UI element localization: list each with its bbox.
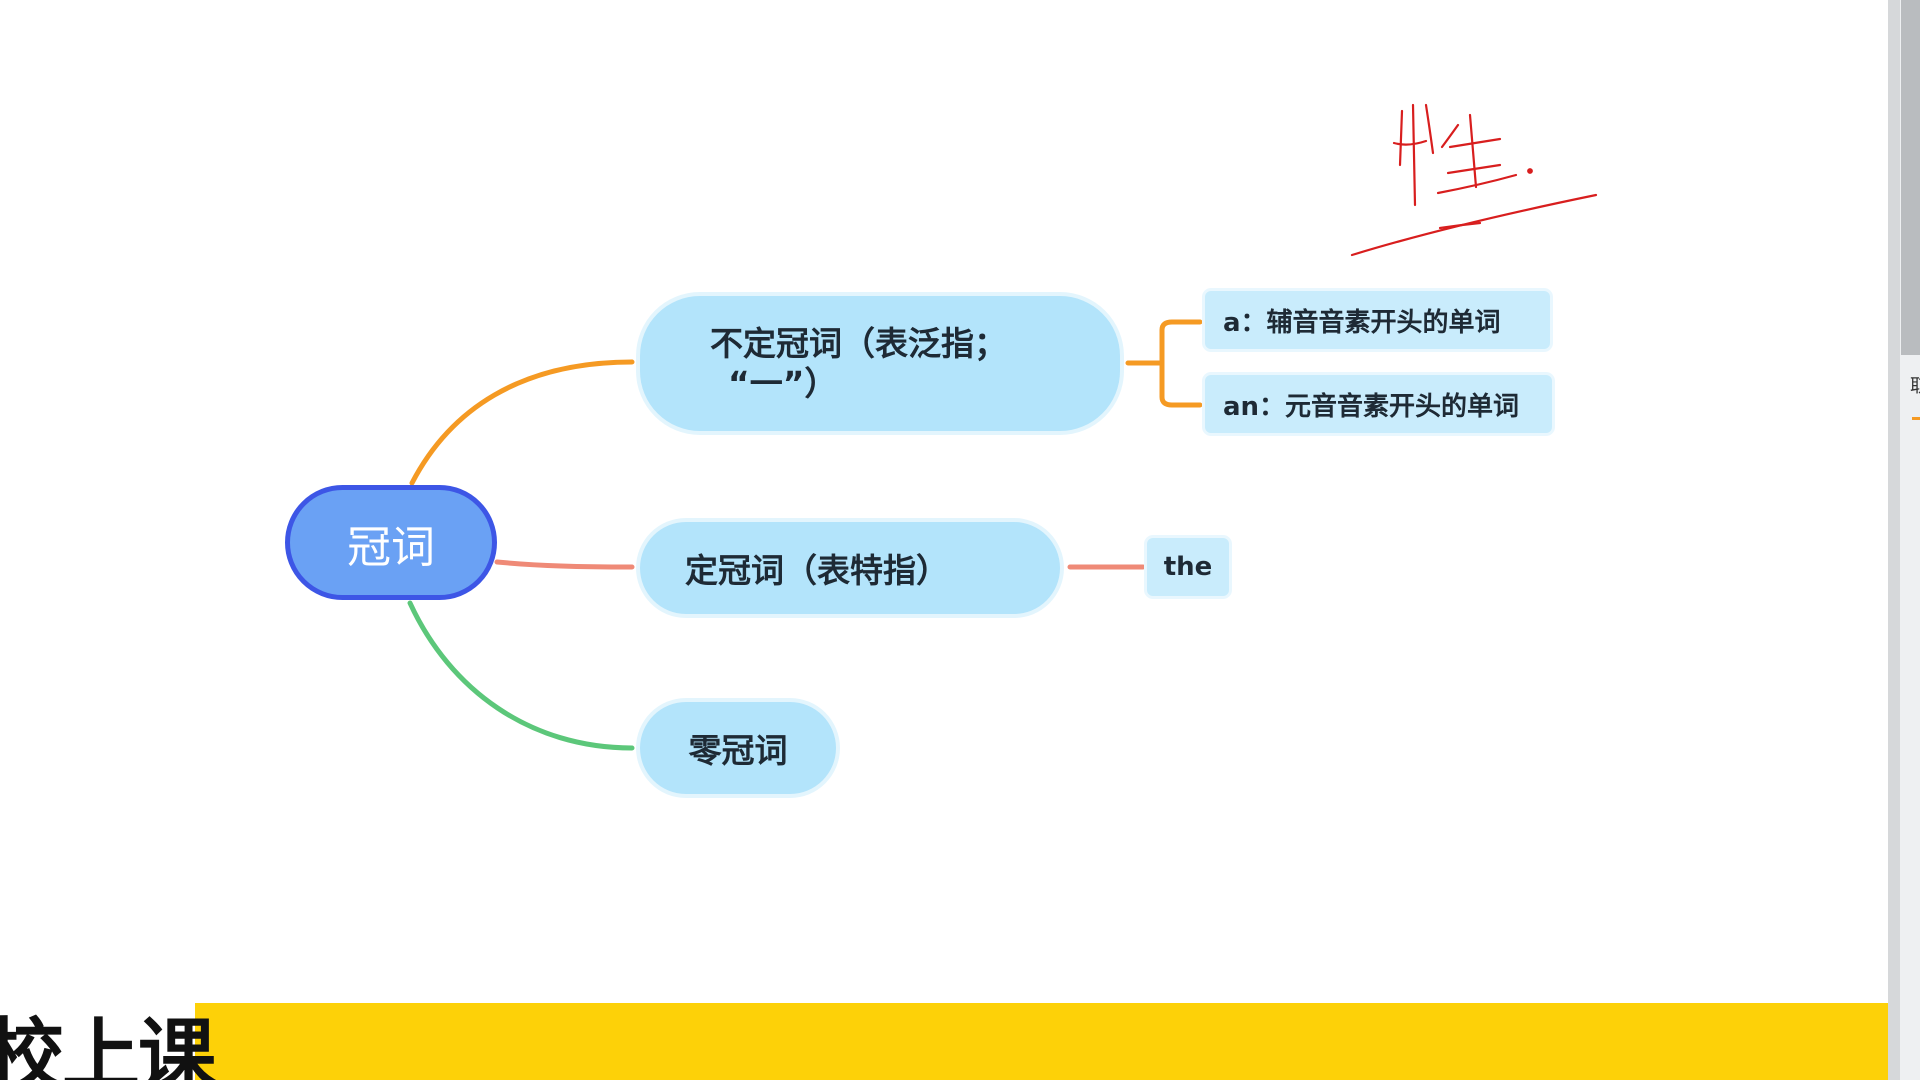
leaf-the-label: the <box>1163 552 1213 582</box>
node-indefinite-text: 不定冠词（表泛指； “一”） <box>710 324 1007 404</box>
node-definite-article: 定冠词（表特指） <box>640 522 1060 614</box>
node-indefinite-article: 不定冠词（表泛指； “一”） <box>640 296 1120 431</box>
leaf-an-label: an：元音音素开头的单词 <box>1223 391 1520 422</box>
side-thumbnail[interactable] <box>1901 0 1920 355</box>
node-indefinite-line2: “一”） <box>728 363 838 403</box>
handwritten-annotation: 性 <box>1350 103 1598 257</box>
brand-logo-text: 校上课 <box>0 1011 216 1080</box>
brand-banner <box>195 1003 1888 1080</box>
leaf-bracket-indefinite <box>1125 319 1203 408</box>
node-definite-label: 定冠词（表特指） <box>685 551 949 590</box>
side-panel-label: 取 <box>1910 376 1920 397</box>
branch-indefinite-line <box>409 359 635 486</box>
leaf-node-an: an：元音音素开头的单词 <box>1205 375 1552 433</box>
branch-zero-line <box>407 600 635 751</box>
node-zero-article: 零冠词 <box>640 702 836 794</box>
node-zero-label: 零冠词 <box>688 731 788 770</box>
branch-definite-line <box>494 559 635 570</box>
brand-banner-gap <box>152 1003 195 1080</box>
root-node-articles: 冠词 <box>285 485 497 600</box>
leaf-a-label: a：辅音音素开头的单词 <box>1223 307 1501 338</box>
leaf-node-a: a：辅音音素开头的单词 <box>1205 291 1550 349</box>
root-node-label: 冠词 <box>347 521 435 573</box>
side-panel-active-underline <box>1912 417 1920 420</box>
node-indefinite-line1: 不定冠词（表泛指； <box>710 323 1007 363</box>
leaf-node-the: the <box>1147 538 1229 596</box>
side-scrollbar[interactable] <box>1888 0 1900 1080</box>
